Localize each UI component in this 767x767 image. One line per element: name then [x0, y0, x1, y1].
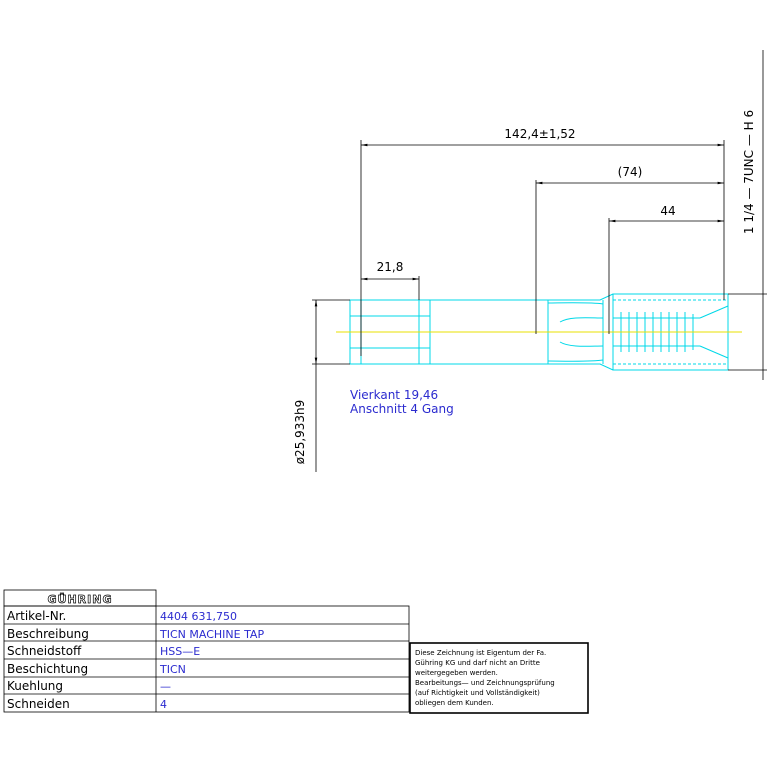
- dim-total-length: 142,4±1,52: [504, 127, 575, 141]
- copyright-line-4: Bearbeitungs— und Zeichnungsprüfung: [415, 679, 555, 687]
- label-schneiden: Schneiden: [7, 697, 70, 711]
- tap-outline: [349, 293, 729, 371]
- thread-flutes: [613, 299, 729, 365]
- value-artikel-nr: 4404 631,750: [160, 610, 237, 623]
- copyright-line-3: weitergegeben werden.: [415, 669, 498, 677]
- value-beschichtung: TICN: [159, 663, 186, 676]
- dim-length-44: 44: [660, 204, 675, 218]
- label-kuehlung: Kuehlung: [7, 679, 63, 693]
- copyright-line-2: Gühring KG und darf nicht an Dritte: [415, 659, 540, 667]
- dimensions: [312, 50, 767, 472]
- guehring-logo: GÜHRING: [48, 592, 113, 606]
- dim-length-74: (74): [618, 165, 643, 179]
- value-beschreibung: TICN MACHINE TAP: [159, 628, 264, 641]
- label-schneidstoff: Schneidstoff: [7, 644, 82, 658]
- value-schneidstoff: HSS—E: [160, 645, 200, 658]
- copyright-box: [409, 642, 589, 714]
- label-artikel-nr: Artikel-Nr.: [7, 609, 66, 623]
- dim-shank-diameter: ø25,933h9: [293, 400, 307, 465]
- label-beschreibung: Beschreibung: [7, 627, 89, 641]
- note-square: Vierkant 19,46: [350, 388, 438, 402]
- dim-square-length: 21,8: [377, 260, 404, 274]
- label-beschichtung: Beschichtung: [7, 662, 88, 676]
- value-schneiden: 4: [160, 698, 167, 711]
- dim-thread-spec: 1 1/4 — 7UNC — H 6: [742, 110, 756, 234]
- note-chamfer: Anschnitt 4 Gang: [350, 402, 454, 416]
- copyright-line-6: obliegen dem Kunden.: [415, 699, 494, 707]
- title-block: [3, 589, 410, 713]
- value-kuehlung: —: [160, 680, 171, 693]
- copyright-line-5: (auf Richtigkeit und Vollständigkeit): [415, 689, 540, 697]
- copyright-line-1: Diese Zeichnung ist Eigentum der Fa.: [415, 649, 546, 657]
